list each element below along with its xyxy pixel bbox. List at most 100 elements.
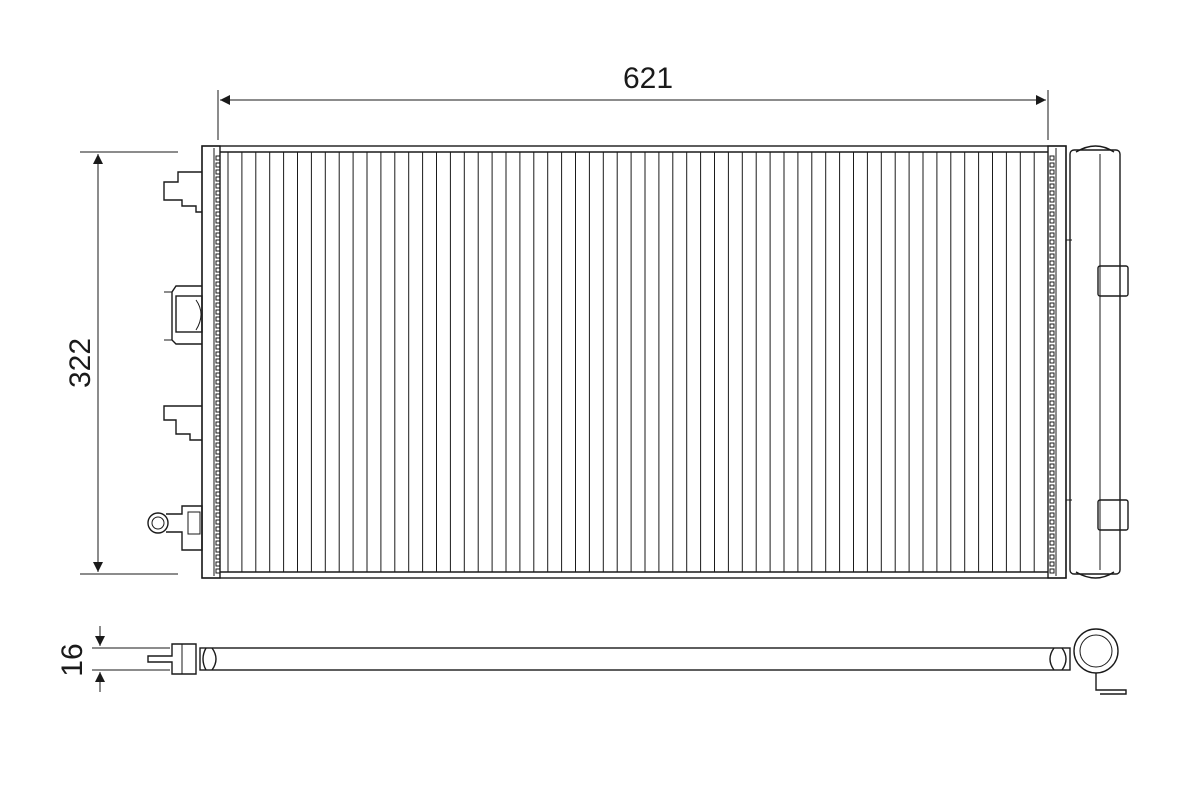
header-tooth <box>215 260 221 266</box>
header-tooth <box>1049 526 1055 532</box>
header-tooth <box>215 218 221 224</box>
header-tooth <box>1049 190 1055 196</box>
header-tooth <box>1049 204 1055 210</box>
header-tooth <box>215 351 221 357</box>
header-tooth <box>215 547 221 553</box>
header-tooth <box>1049 225 1055 231</box>
header-tooth <box>1049 379 1055 385</box>
header-tooth <box>215 554 221 560</box>
left-bracket-lower <box>163 405 202 441</box>
header-tooth <box>215 337 221 343</box>
header-tooth <box>1049 428 1055 434</box>
height-dimension-label: 322 <box>64 338 97 388</box>
header-tooth <box>1049 554 1055 560</box>
left-connector-upper <box>164 285 203 345</box>
header-tooth <box>1049 183 1055 189</box>
header-tooth <box>215 414 221 420</box>
header-tooth <box>1049 176 1055 182</box>
header-tooth <box>1049 358 1055 364</box>
header-tooth <box>1049 505 1055 511</box>
header-tooth <box>215 316 221 322</box>
header-tooth <box>215 330 221 336</box>
header-tooth <box>1049 246 1055 252</box>
header-tooth <box>215 372 221 378</box>
header-tooth <box>1049 540 1055 546</box>
header-tooth <box>1049 393 1055 399</box>
header-tooth <box>1049 442 1055 448</box>
header-tooth <box>215 239 221 245</box>
header-tooth <box>215 568 221 574</box>
header-tooth <box>1049 519 1055 525</box>
header-tooth <box>1049 162 1055 168</box>
width-dimension-label: 621 <box>623 62 673 95</box>
header-tooth <box>215 463 221 469</box>
thickness-dimension-label: 16 <box>56 643 89 676</box>
header-tooth <box>215 358 221 364</box>
header-tooth <box>215 344 221 350</box>
header-tooth <box>1049 330 1055 336</box>
header-tooth <box>1049 155 1055 161</box>
header-tooth <box>1049 169 1055 175</box>
left-header-teeth <box>215 155 221 574</box>
header-tooth <box>215 498 221 504</box>
header-tooth <box>1049 351 1055 357</box>
header-tooth <box>1049 232 1055 238</box>
condenser-front-view <box>147 145 1129 579</box>
header-tooth <box>1049 435 1055 441</box>
header-tooth <box>1049 568 1055 574</box>
header-tooth <box>215 155 221 161</box>
right-header-teeth <box>1049 155 1055 574</box>
left-connector-lower <box>147 505 203 551</box>
header-tooth <box>215 561 221 567</box>
header-tooth <box>1049 281 1055 287</box>
header-tooth <box>1049 512 1055 518</box>
header-tooth <box>1049 561 1055 567</box>
header-tooth <box>1049 477 1055 483</box>
header-tooth <box>1049 274 1055 280</box>
header-tooth <box>215 449 221 455</box>
thickness-dimension: 16 <box>56 626 170 692</box>
header-tooth <box>215 169 221 175</box>
header-tooth <box>215 211 221 217</box>
width-dimension: 621 <box>217 62 1049 140</box>
condenser-side-view <box>147 628 1127 695</box>
height-dimension: 322 <box>64 151 178 575</box>
header-tooth <box>1049 498 1055 504</box>
header-tooth <box>215 526 221 532</box>
header-tooth <box>215 491 221 497</box>
header-tooth <box>215 484 221 490</box>
header-tooth <box>1049 547 1055 553</box>
header-tooth <box>215 442 221 448</box>
header-tooth <box>215 428 221 434</box>
header-tooth <box>215 232 221 238</box>
header-tooth <box>1049 456 1055 462</box>
header-tooth <box>215 225 221 231</box>
header-tooth <box>215 512 221 518</box>
header-tooth <box>215 393 221 399</box>
header-tooth <box>1049 288 1055 294</box>
header-tooth <box>215 533 221 539</box>
header-tooth <box>215 309 221 315</box>
header-tooth <box>1049 197 1055 203</box>
left-bracket-top <box>163 171 202 213</box>
header-tooth <box>1049 484 1055 490</box>
header-tooth <box>1049 344 1055 350</box>
header-tooth <box>1049 211 1055 217</box>
header-tooth <box>1049 316 1055 322</box>
header-tooth <box>215 176 221 182</box>
header-tooth <box>1049 218 1055 224</box>
core-tubes <box>227 152 1035 572</box>
header-tooth <box>1049 260 1055 266</box>
header-tooth <box>215 190 221 196</box>
header-tooth <box>1049 295 1055 301</box>
header-tooth <box>215 246 221 252</box>
header-tooth <box>215 162 221 168</box>
header-tooth <box>1049 337 1055 343</box>
header-tooth <box>215 379 221 385</box>
header-tooth <box>1049 267 1055 273</box>
header-tooth <box>215 519 221 525</box>
header-tooth <box>1049 407 1055 413</box>
header-tooth <box>1049 309 1055 315</box>
header-tooth <box>215 281 221 287</box>
header-tooth <box>215 183 221 189</box>
